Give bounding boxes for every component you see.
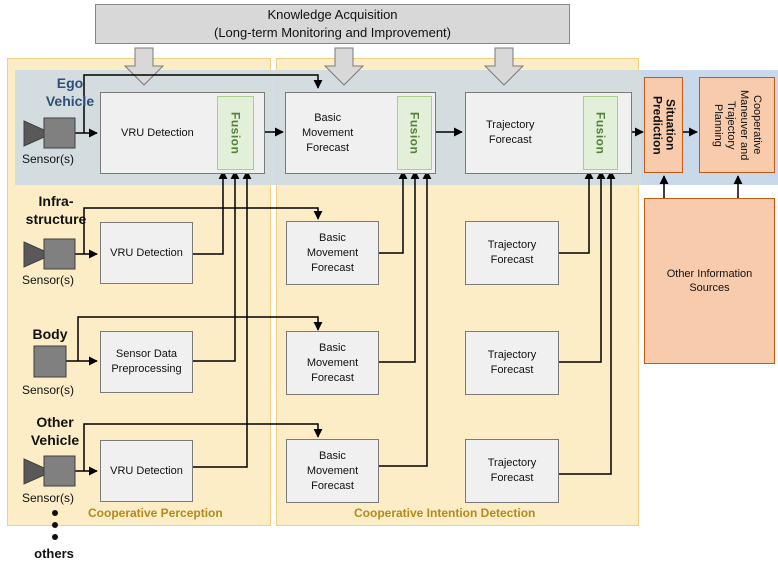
knowledge-arrow-trajectory — [483, 47, 525, 86]
continuation-dot-3 — [52, 534, 58, 540]
infra-camera-icon — [23, 238, 76, 270]
body-trajectory-to-fusion3 — [559, 170, 606, 363]
body-preprocessing-to-fusion1 — [193, 170, 240, 362]
other-vehicle-label: Other Vehicle — [30, 414, 80, 448]
other-information-sources-text: Other Information Sources — [666, 268, 753, 294]
infra-trajectory-forecast-text: Trajectory Forecast — [487, 239, 537, 266]
fusion-movement-label: Fusion — [407, 111, 422, 155]
cooperative-perception-label: Cooperative Perception — [88, 506, 223, 520]
infra-movement-to-fusion2 — [379, 170, 408, 254]
other-sensor-to-movement — [83, 423, 323, 471]
body-movement-forecast-box: Basic Movement Forecast — [286, 331, 379, 395]
infra-sensor-to-movement — [83, 207, 323, 254]
infrastructure-label: Infra- structure — [25, 193, 87, 227]
infra-sensor-label: Sensor(s) — [22, 273, 75, 287]
ego-sensor-label: Sensor(s) — [22, 152, 75, 166]
other-camera-icon — [23, 455, 76, 487]
ego-vru-detection-text: VRU Detection — [121, 126, 194, 139]
fusion-perception-label: Fusion — [228, 111, 243, 155]
fusion-perception-box: Fusion — [217, 96, 254, 170]
body-trajectory-forecast-text: Trajectory Forecast — [487, 349, 537, 376]
infra-movement-forecast-text: Basic Movement Forecast — [306, 231, 359, 274]
cooperative-intention-detection-label: Cooperative Intention Detection — [354, 506, 536, 520]
other-vru-detection-text: VRU Detection — [110, 464, 183, 477]
continuation-dot-2 — [52, 522, 58, 528]
other-trajectory-to-fusion3 — [559, 170, 616, 475]
other-vru-to-fusion1 — [193, 170, 252, 468]
other-information-sources-box: Other Information Sources — [644, 198, 775, 364]
infra-trajectory-forecast-box: Trajectory Forecast — [465, 221, 559, 285]
other-vru-detection-box: VRU Detection — [100, 440, 193, 502]
ego-movement-forecast-text: Basic Movement Forecast — [302, 111, 354, 154]
body-sensor-icon — [33, 345, 67, 378]
fusion-movement-box: Fusion — [397, 96, 432, 170]
other-trajectory-forecast-box: Trajectory Forecast — [465, 439, 559, 503]
other-movement-forecast-box: Basic Movement Forecast — [286, 439, 379, 503]
ego-sensor-to-movement — [83, 74, 323, 133]
situation-prediction-text: Situation Prediction — [650, 95, 678, 155]
other-sensor-label: Sensor(s) — [22, 491, 75, 505]
body-movement-to-fusion2 — [379, 170, 420, 363]
knowledge-acquisition-title: Knowledge Acquisition — [267, 7, 398, 22]
knowledge-acquisition-box: Knowledge Acquisition (Long-term Monitor… — [95, 4, 570, 44]
ego-camera-icon — [23, 117, 76, 149]
fusion-trajectory-label: Fusion — [593, 111, 608, 155]
infra-vru-detection-text: VRU Detection — [110, 246, 183, 259]
body-movement-forecast-text: Basic Movement Forecast — [306, 341, 359, 384]
knowledge-arrow-movement — [323, 47, 365, 86]
ego-trajectory-forecast-text: Trajectory Forecast — [486, 119, 535, 146]
cooperative-planning-text: Cooperative Maneuver and Trajectory Plan… — [712, 89, 763, 161]
cooperative-planning-box: Cooperative Maneuver and Trajectory Plan… — [699, 77, 775, 173]
body-label: Body — [32, 326, 68, 342]
knowledge-acquisition-subtitle: (Long-term Monitoring and Improvement) — [214, 25, 451, 40]
infra-vru-to-fusion1 — [193, 170, 228, 255]
infra-vru-detection-box: VRU Detection — [100, 222, 193, 284]
continuation-dot-1 — [52, 510, 58, 516]
other-trajectory-forecast-text: Trajectory Forecast — [487, 457, 537, 484]
body-sensor-label: Sensor(s) — [22, 383, 75, 397]
other-movement-forecast-text: Basic Movement Forecast — [306, 449, 359, 492]
knowledge-arrow-perception — [123, 47, 165, 86]
others-label: others — [34, 546, 74, 561]
infra-trajectory-to-fusion3 — [559, 170, 594, 254]
body-trajectory-forecast-box: Trajectory Forecast — [465, 331, 559, 395]
knowledge-down-arrows — [123, 47, 525, 86]
camera-sensor-icons — [23, 117, 76, 487]
body-preprocessing-box: Sensor Data Preprocessing — [100, 331, 193, 393]
fusion-trajectory-box: Fusion — [583, 96, 618, 170]
other-movement-to-fusion2 — [379, 170, 432, 467]
body-sensor-to-movement — [77, 316, 323, 361]
infra-movement-forecast-box: Basic Movement Forecast — [286, 221, 379, 285]
body-preprocessing-text: Sensor Data Preprocessing — [111, 348, 182, 375]
ego-vehicle-label: Ego Vehicle — [45, 75, 95, 109]
situation-prediction-box: Situation Prediction — [644, 77, 683, 173]
